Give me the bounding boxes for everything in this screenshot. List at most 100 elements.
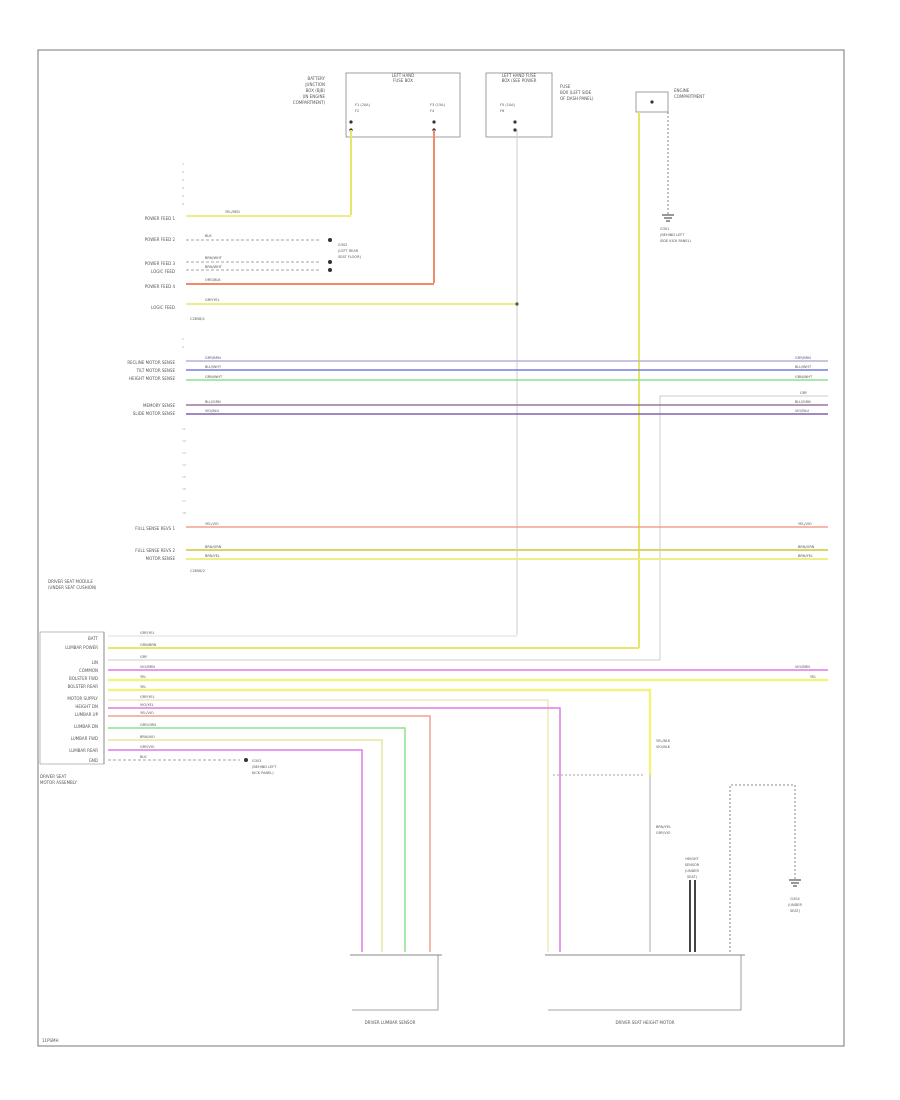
battery-junction-label: BATTERY JUNCTION BOX (BJB) (IN ENGINE CO… (293, 76, 326, 105)
svg-text:OF DASH PANEL): OF DASH PANEL) (560, 96, 594, 101)
footer-code: 11PSMH (42, 1038, 59, 1043)
svg-text:BRN/GRN: BRN/GRN (798, 545, 815, 549)
svg-text:BOLSTER REAR: BOLSTER REAR (68, 684, 99, 689)
svg-text:15: 15 (182, 475, 186, 479)
driver-seat-module: DRIVER SEAT MODULE (UNDER SEAT CUSHION) … (39, 579, 828, 952)
upper-row-4-label: POWER FEED 4 (145, 284, 176, 289)
svg-text:1: 1 (182, 337, 184, 341)
svg-text:GRY/GRN: GRY/GRN (140, 723, 156, 727)
svg-text:SEAT): SEAT) (687, 875, 698, 879)
fuse-terminal-icon (349, 120, 353, 124)
upper-row-0-label: POWER FEED 1 (145, 216, 176, 221)
ground-note-1b: (BEHIND LEFT (660, 233, 685, 237)
ground-stud-icon (328, 238, 332, 242)
svg-text:14: 14 (182, 463, 186, 467)
svg-text:VIO/BLU: VIO/BLU (795, 409, 810, 413)
svg-text:SENSOR: SENSOR (685, 863, 700, 867)
svg-text:VIO/BLU: VIO/BLU (205, 409, 220, 413)
svg-text:ORG/BLK: ORG/BLK (205, 278, 221, 282)
svg-text:GRY/BRN: GRY/BRN (205, 356, 221, 360)
svg-text:BRN/WHT: BRN/WHT (205, 256, 223, 260)
svg-text:GRY/YEL: GRY/YEL (140, 631, 155, 635)
svg-text:BRN/YEL: BRN/YEL (205, 554, 220, 558)
height-motor: DRIVER SEAT HEIGHT MOTOR HEIGHT SENSOR (… (545, 739, 803, 1025)
ground-note-2c: SEAT FLOOR) (338, 255, 362, 259)
svg-text:MOTOR SUPPLY: MOTOR SUPPLY (67, 696, 98, 701)
svg-text:YEL/VIO: YEL/VIO (205, 522, 219, 526)
svg-text:GND: GND (89, 758, 98, 763)
mid-connector: 12 RECLINE MOTOR SENSE TILT MOTOR SENSE … (127, 337, 828, 660)
svg-text:F5 (10A): F5 (10A) (500, 103, 516, 107)
svg-text:6: 6 (182, 202, 184, 206)
fuse-box-left: LEFT HAND FUSE BOX F1 (20A) F2 F3 (15A) … (345, 72, 461, 138)
fuse-label-b: F2 (355, 109, 359, 113)
ground-stud-icon (244, 758, 248, 762)
svg-text:3: 3 (182, 178, 184, 182)
svg-text:MEMORY SENSE: MEMORY SENSE (143, 403, 175, 408)
svg-text:BOX (SEE POWER: BOX (SEE POWER (502, 78, 537, 83)
svg-text:BLK: BLK (205, 234, 212, 238)
svg-text:LUMBAR REAR: LUMBAR REAR (69, 748, 98, 753)
svg-text:GRY: GRY (800, 391, 808, 395)
ground-note-1a: G301 (660, 227, 669, 231)
svg-text:LUMBAR UP: LUMBAR UP (75, 712, 99, 717)
svg-text:LIN: LIN (92, 660, 98, 665)
svg-text:VIO/BLK: VIO/BLK (656, 745, 671, 749)
svg-text:ENGINE: ENGINE (674, 88, 690, 93)
fuse-box-right: LEFT HAND FUSE BOX (SEE POWER F5 (10A) F… (485, 72, 594, 138)
svg-text:YEL/VIO: YEL/VIO (140, 711, 154, 715)
ground-symbol-icon (789, 879, 801, 887)
svg-text:BRN/GRN: BRN/GRN (205, 545, 222, 549)
svg-text:2: 2 (182, 345, 184, 349)
svg-text:BRN/YEL: BRN/YEL (798, 554, 813, 558)
svg-text:TILT MOTOR SENSE: TILT MOTOR SENSE (136, 368, 176, 373)
svg-text:COMMON: COMMON (79, 668, 98, 673)
svg-text:BATT: BATT (88, 636, 99, 641)
svg-text:BRN/YEL: BRN/YEL (656, 825, 671, 829)
ground-note-3b: (BEHIND LEFT (252, 765, 277, 769)
svg-text:BLU/WHT: BLU/WHT (205, 365, 222, 369)
fuse-terminal-icon (513, 128, 517, 132)
upper-connector: 123 456 POWER FEED 1 POWER FEED 2 POWER … (145, 162, 519, 321)
ground-note-3a: G303 (252, 759, 261, 763)
svg-text:FULL SENSE REVS 2: FULL SENSE REVS 2 (135, 548, 175, 553)
svg-text:18: 18 (182, 511, 186, 515)
svg-text:12: 12 (182, 439, 186, 443)
svg-text:YEL/RED: YEL/RED (225, 210, 240, 214)
fuse-label-d: F4 (430, 109, 435, 113)
svg-text:MOTOR ASSEMBLY: MOTOR ASSEMBLY (40, 780, 77, 785)
svg-text:DRIVER SEAT: DRIVER SEAT (40, 774, 67, 779)
svg-text:FULL SENSE REVS 1: FULL SENSE REVS 1 (135, 526, 175, 531)
svg-text:YEL: YEL (140, 675, 146, 679)
svg-text:DRIVER SEAT MODULE: DRIVER SEAT MODULE (48, 579, 93, 584)
svg-text:BLU/GRN: BLU/GRN (795, 400, 811, 404)
ground-note-1c: SIDE KICK PANEL) (660, 239, 692, 243)
fuse-box-left-title-2: FUSE BOX (393, 78, 413, 83)
fuse-terminal-icon (513, 120, 517, 124)
svg-text:GRY/YEL: GRY/YEL (205, 298, 220, 302)
upper-row-2-label: POWER FEED 3 (145, 261, 176, 266)
svg-text:BOX (LEFT SIDE: BOX (LEFT SIDE (560, 90, 592, 95)
svg-text:11: 11 (182, 427, 186, 431)
svg-text:LUMBAR DN: LUMBAR DN (74, 724, 98, 729)
svg-text:SLIDE MOTOR SENSE: SLIDE MOTOR SENSE (133, 411, 176, 416)
lumbar-sensor-label: DRIVER LUMBAR SENSOR (365, 1020, 416, 1025)
fuse-label-c: F3 (15A) (430, 103, 446, 107)
svg-text:VIO/YEL: VIO/YEL (140, 703, 154, 707)
svg-text:GRY/VIO: GRY/VIO (140, 745, 155, 749)
svg-text:2: 2 (182, 170, 184, 174)
svg-text:GRY/VIO: GRY/VIO (656, 831, 671, 835)
svg-text:(UNDER SEAT CUSHION): (UNDER SEAT CUSHION) (48, 585, 97, 590)
svg-text:LEFT HAND FUSE: LEFT HAND FUSE (502, 73, 537, 78)
svg-text:RECLINE MOTOR SENSE: RECLINE MOTOR SENSE (127, 360, 175, 365)
svg-text:4: 4 (182, 186, 184, 190)
ground-note-2b: (LEFT REAR (338, 249, 359, 253)
svg-text:16: 16 (182, 487, 186, 491)
svg-text:BOLSTER FWD: BOLSTER FWD (69, 676, 98, 681)
fuse-terminal-icon (432, 120, 436, 124)
splice-dot-icon (515, 302, 519, 306)
height-motor-label: DRIVER SEAT HEIGHT MOTOR (615, 1020, 674, 1025)
diagram-frame (37, 49, 845, 1047)
mid-connector-footer: C285B/2 (190, 569, 205, 573)
